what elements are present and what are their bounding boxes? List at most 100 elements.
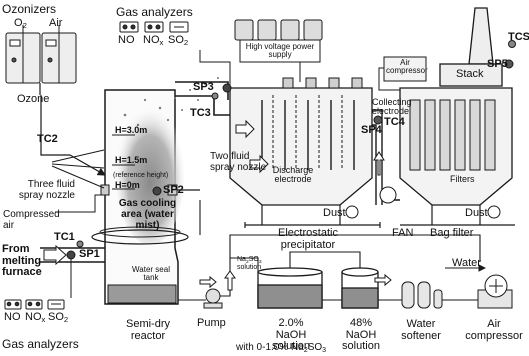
ozonizer-cabinets [5, 25, 77, 84]
two-fluid-nozzle-icon [167, 184, 178, 196]
naoh-48-tank [341, 267, 379, 309]
tc3-label: TC3 [190, 107, 211, 119]
duct-reactor-to-esp [175, 81, 230, 116]
height-markers [112, 134, 135, 190]
air-compressor-top-label: Air compressor [386, 58, 428, 76]
air-compressor-bottom [477, 274, 513, 309]
water-seal-tank-label: Water seal tank [132, 265, 170, 283]
air-compressor-bottom-label: Air compressor [465, 318, 523, 343]
pump-label: Pump [197, 317, 226, 329]
liquid-pipes [178, 200, 487, 301]
flow-arrows [199, 270, 392, 291]
tc4-label: TC4 [384, 116, 405, 128]
filters-label: Filters [450, 174, 475, 184]
sp5-label: SP5 [487, 58, 508, 70]
no-bottom-label: NO [4, 311, 21, 323]
so2-top-label: SO2 [168, 34, 189, 47]
gas-analyzers-top [119, 21, 189, 33]
esp-gas-arrows [235, 119, 269, 174]
from-melting-furnace-label: From melting furnace [2, 243, 42, 279]
fan-label: FAN [392, 227, 414, 239]
analyzer-sample-line-top [199, 50, 231, 88]
inlet-duct [40, 247, 105, 263]
gas-analyzers-top-label: Gas analyzers [116, 5, 193, 19]
compressed-air-line [55, 194, 101, 213]
gas-cooling-label: Gas cooling area (water mist) [118, 198, 177, 231]
air-compressor-top-box [383, 56, 427, 82]
sp5-probe-icon [504, 59, 514, 69]
dust-bag-label: Dust [465, 207, 488, 219]
h0-label: H=0m [115, 180, 140, 190]
sp2-label: SP2 [163, 184, 184, 196]
esp-legs [244, 205, 381, 228]
fan-arrow-icon [373, 151, 385, 176]
compressed-air-label: Compressed air [3, 209, 60, 231]
air-top-label: Air [49, 17, 63, 29]
naoh-2-label: 2.0% NaOH solution [272, 317, 310, 353]
discharge-electrode-label: Discharge electrode [272, 165, 314, 185]
bag-dust-valve-icon [487, 205, 501, 219]
bag-filter-bags [409, 99, 496, 171]
sp1-probe-icon [66, 250, 76, 260]
high-voltage-power-supply [234, 19, 323, 82]
sp2-probe-icon [152, 186, 162, 196]
ozone-line [39, 83, 107, 176]
collecting-electrode-label: Collecting electrode [372, 97, 412, 117]
pump-icon [203, 288, 223, 309]
esp-dust-valve-icon [345, 205, 359, 219]
naoh-2-tank [257, 267, 323, 309]
inlet-arrow-icon [43, 244, 67, 266]
naoh-48-label: 48% NaOH solution [342, 317, 380, 353]
tcs-probe-icon [508, 40, 516, 48]
water-mist [116, 105, 184, 245]
nox-bottom-label: NOx [25, 311, 46, 324]
tc2-probes [51, 149, 105, 189]
water-softener-label: Water softener [401, 318, 441, 343]
h15-label: H=1.5m [115, 155, 148, 165]
tc2-label: TC2 [37, 133, 58, 145]
sp4-label: SP4 [361, 124, 382, 136]
tc1-label: TC1 [54, 231, 75, 243]
tc3-probe-icon [211, 92, 219, 100]
electrostatic-precipitator-label: Electrostatic precipitator [278, 227, 338, 251]
water-softener [401, 281, 443, 309]
no-top-label: NO [118, 34, 135, 46]
mist-particles [123, 77, 219, 127]
stack [439, 7, 503, 87]
ozone-label: Ozone [17, 93, 50, 105]
high-voltage-label: High voltage power supply [245, 42, 315, 60]
three-fluid-nozzle-icon [100, 184, 110, 196]
gas-analyzers-bottom [4, 299, 65, 310]
water-seal-tank [107, 284, 177, 304]
esp-insulators [282, 77, 363, 89]
naoh-2-with-label: with 0-1.0% Na2SO3 [236, 342, 327, 355]
gas-swirl-inner [99, 226, 181, 238]
semi-dry-reactor-label: Semi-dry reactor [125, 318, 170, 343]
air-compressor-top-line [378, 67, 400, 91]
dust-esp-label: Dust [323, 207, 346, 219]
nox-top-label: NOx [143, 34, 164, 47]
sp1-label: SP1 [79, 248, 100, 260]
o2-label: O2 [14, 17, 27, 30]
sp3-label: SP3 [193, 81, 214, 93]
esp-body [229, 87, 373, 206]
sp4-probe-icon [373, 115, 383, 125]
gas-analyzers-bottom-label: Gas analyzers [2, 337, 79, 351]
stack-label: Stack [456, 68, 484, 80]
fan-icon [379, 186, 397, 204]
bag-filter-legs [400, 205, 515, 226]
three-fluid-label: Three fluid spray nozzle [18, 179, 75, 201]
tcs-label: TCS [508, 31, 529, 43]
bag-filter-label: Bag filter [430, 227, 474, 239]
sp3-probe-icon [222, 83, 232, 93]
tc1-probe-icon [76, 240, 84, 248]
h3-label: H=3.0m [115, 125, 148, 135]
so2-bottom-label: SO2 [48, 311, 69, 324]
two-fluid-label: Two fluid spray nozzle [210, 151, 267, 173]
gas-swirl [91, 229, 189, 245]
ozonizers-label: Ozonizers [2, 2, 57, 16]
reference-height-label: (reference height) [113, 172, 169, 179]
